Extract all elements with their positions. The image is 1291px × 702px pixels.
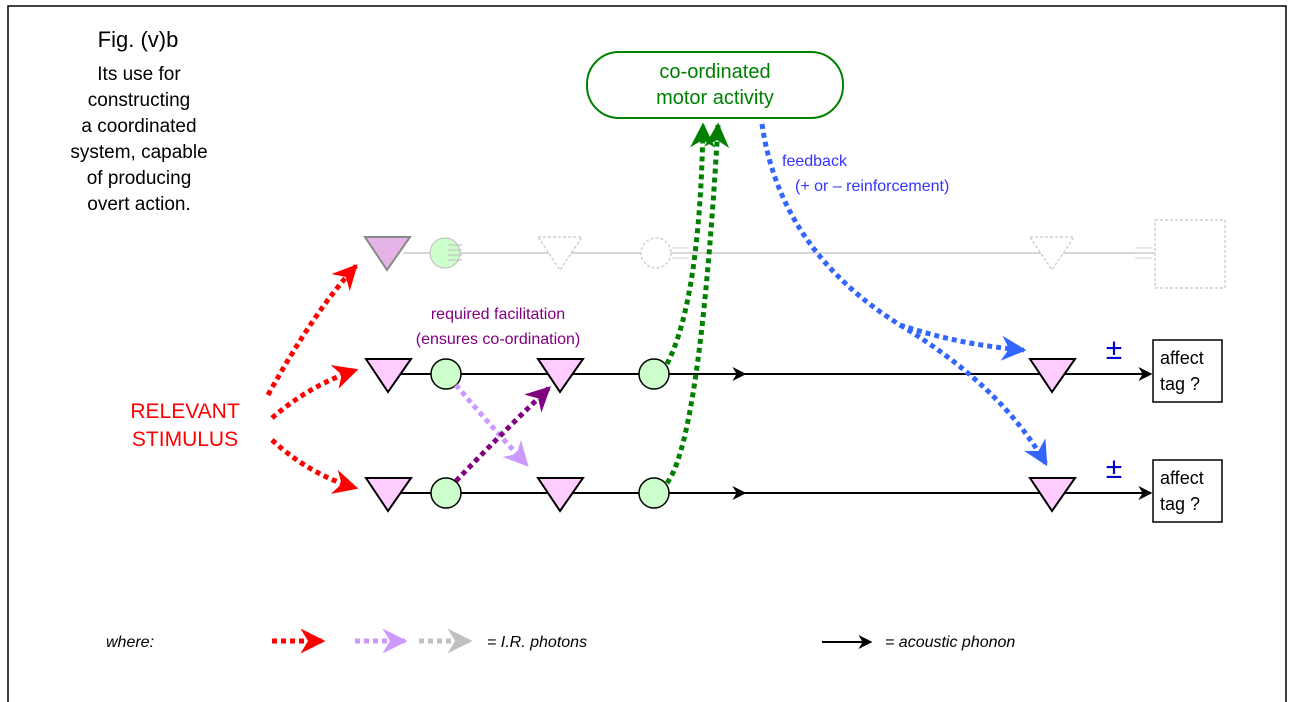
- figure-caption: Its use for constructing a coordinated s…: [70, 64, 207, 215]
- neuron-triangle: [536, 477, 585, 513]
- motor-box-line: co-ordinated: [659, 61, 770, 83]
- stimulus-label: RELEVANT: [130, 400, 239, 423]
- caption-line: system, capable: [70, 142, 207, 163]
- feedback-sublabel: (+ or – reinforcement): [795, 178, 949, 195]
- stimulus-arrow-up: [265, 264, 358, 397]
- affect-tag-box: [1152, 339, 1223, 403]
- legend-phonon-label: = acoustic phonon: [885, 634, 1015, 651]
- legend: where: = I.R. photons = acoustic phonon: [106, 628, 1015, 654]
- neuron-triangle: [364, 358, 413, 394]
- stimulus-arrow-middle: [270, 365, 359, 420]
- node-circle: [430, 358, 462, 390]
- feedback-arrow: [759, 123, 1027, 361]
- caption-line: overt action.: [87, 194, 191, 215]
- facilitation-arrow-light: [454, 383, 529, 467]
- caption-line: constructing: [88, 90, 190, 111]
- faded-neuron-row: [363, 219, 1226, 289]
- node-circle: [638, 358, 670, 390]
- affect-tag-box: [1152, 459, 1223, 523]
- neuron-triangle: [1028, 358, 1077, 394]
- stimulus-label: STIMULUS: [132, 428, 238, 451]
- plus-minus-sign: ±: [1106, 333, 1122, 366]
- affect-tag-line: affect: [1160, 348, 1204, 368]
- figure-border: [7, 5, 1287, 702]
- affect-tag-line: affect: [1160, 468, 1204, 488]
- neuron-triangle: [364, 477, 413, 513]
- faded-neuron-triangle: [1028, 236, 1076, 272]
- neuron-row-1: affect tag ? ±: [364, 333, 1223, 403]
- faded-node-circle: [640, 237, 672, 269]
- motor-activity-box: [586, 51, 844, 119]
- motor-arrow: [664, 122, 730, 485]
- caption-line: Its use for: [97, 64, 181, 85]
- caption-line: of producing: [87, 168, 192, 189]
- affect-tag-line: tag ?: [1160, 374, 1200, 394]
- stimulus-arrow-down: [270, 438, 359, 494]
- neuron-triangle: [536, 358, 585, 394]
- affect-tag-line: tag ?: [1160, 494, 1200, 514]
- feedback-arrow: [898, 322, 1049, 467]
- caption-line: a coordinated: [81, 116, 196, 137]
- legend-photons-label: = I.R. photons: [487, 634, 587, 651]
- motor-arrow: [664, 122, 716, 366]
- photon-arrows: [265, 122, 1049, 494]
- faded-node-circle: [429, 237, 461, 269]
- facilitation-arrow-dark: [454, 386, 551, 483]
- faded-neuron-triangle: [363, 236, 412, 272]
- neuron-triangle: [1028, 477, 1077, 513]
- node-circle: [638, 477, 670, 509]
- faded-affect-box: [1154, 219, 1226, 289]
- legend-where: where:: [106, 634, 154, 651]
- neuron-row-2: affect tag ? ±: [364, 452, 1223, 523]
- facilitation-label: required facilitation: [431, 306, 565, 323]
- plus-minus-sign: ±: [1106, 452, 1122, 485]
- facilitation-sublabel: (ensures co-ordination): [416, 331, 581, 348]
- node-circle: [430, 477, 462, 509]
- faded-neuron-triangle: [536, 236, 584, 272]
- figure-title: Fig. (v)b: [98, 27, 179, 52]
- feedback-label: feedback: [782, 153, 848, 170]
- motor-box-line: motor activity: [656, 87, 774, 109]
